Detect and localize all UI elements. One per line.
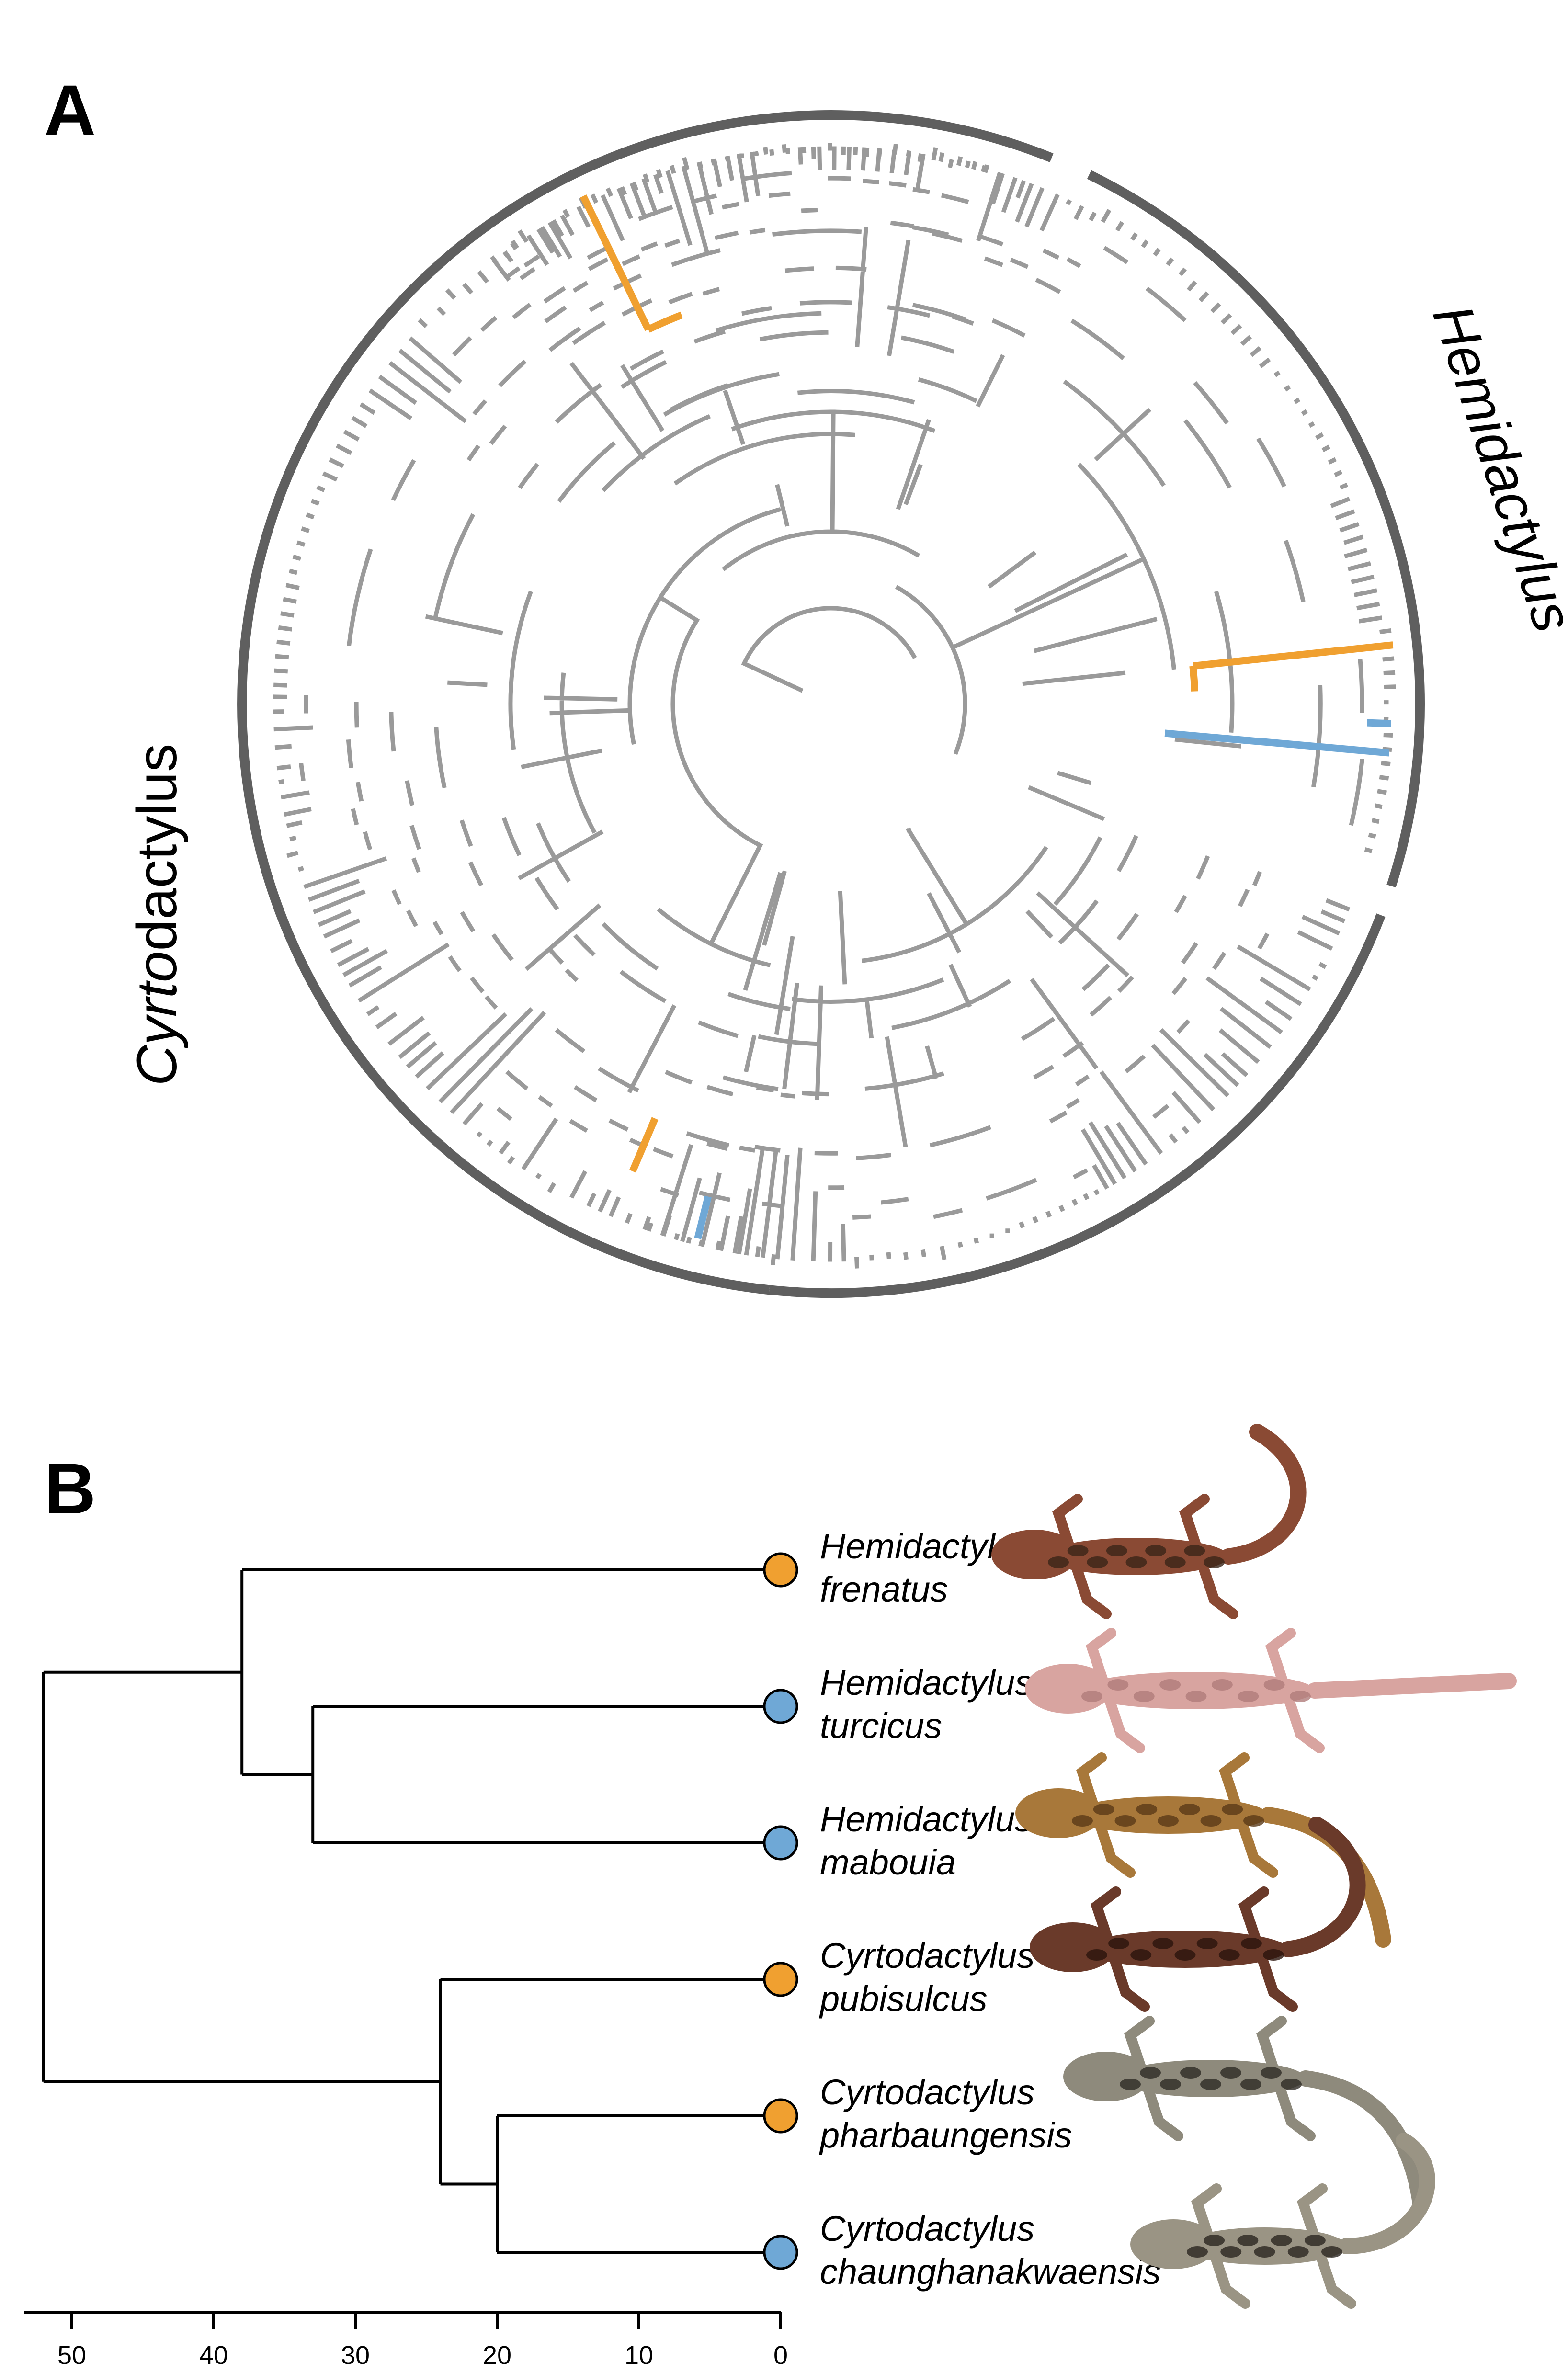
dendrogram-panel: 50 40 30 20 10 0 Hemidactylus frenatusHemidact… xyxy=(24,1424,1517,2370)
tip-state-marker xyxy=(763,1825,798,1861)
gecko-photo xyxy=(1030,1817,1366,2012)
clade-label-hemidactylus: Hemidactylus xyxy=(1420,297,1568,639)
dendrogram-branches xyxy=(42,1568,781,2254)
taxon-genus: Cyrtodactylus xyxy=(820,2209,1034,2249)
taxon-species: frenatus xyxy=(820,1569,948,1609)
highlight-branch-orange xyxy=(1189,641,1394,692)
tip-state-marker xyxy=(763,1962,798,1997)
taxon-genus: Cyrtodactylus xyxy=(820,2072,1034,2112)
clade-label-cyrtodactylus: Cyrtodactylus xyxy=(125,744,189,1086)
highlighted-branches xyxy=(579,194,1394,1239)
panel-b-label: B xyxy=(44,1448,96,1529)
time-axis: 50 40 30 20 10 0 xyxy=(24,2311,788,2370)
highlight-branch-orange xyxy=(629,1117,659,1173)
panel-a-label: A xyxy=(44,70,96,150)
cyrtodactylus-clade-arc xyxy=(237,110,1054,1295)
axis-tick-label: 30 xyxy=(341,2341,370,2370)
gecko-photo xyxy=(1130,2133,1435,2309)
tip-state-marker xyxy=(763,1689,798,1724)
gecko-photographs xyxy=(991,1424,1517,2309)
axis-tick-label: 20 xyxy=(483,2341,511,2370)
tip-state-marker xyxy=(763,2235,798,2270)
axis-tick-label: 10 xyxy=(625,2341,653,2370)
taxa-list: HemidactylusfrenatusHemidactylusturcicus… xyxy=(763,1526,1161,2292)
cyrtodactylus-clade-arc-lower xyxy=(769,913,1386,1298)
gecko-photo xyxy=(1063,2016,1429,2211)
radial-tree-branches xyxy=(273,143,1396,1269)
taxon-species: pharbaungensis xyxy=(819,2115,1072,2155)
highlight-branch-blue xyxy=(1367,719,1391,727)
axis-tick-label: 0 xyxy=(773,2341,788,2370)
gecko-photo xyxy=(991,1424,1307,1619)
radial-tree-panel: Cyrtodactylus Hemidactylus xyxy=(125,110,1568,1298)
hemidactylus-clade-arc xyxy=(1087,170,1425,888)
tip-state-marker xyxy=(763,1552,798,1588)
axis-tick-label: 40 xyxy=(199,2341,228,2370)
highlight-branch-blue xyxy=(694,1195,712,1239)
taxon-species: mabouia xyxy=(820,1842,956,1882)
taxon-species: chaunghanakwaensis xyxy=(820,2252,1161,2292)
axis-tick-label: 50 xyxy=(57,2341,86,2370)
highlight-branch-orange xyxy=(579,194,683,333)
radial-branch-paths xyxy=(273,143,1396,1269)
highlight-branch-blue xyxy=(1164,729,1390,757)
tip-state-marker xyxy=(763,2098,798,2134)
taxon-genus: Hemidactylus xyxy=(820,1663,1033,1703)
gecko-photo xyxy=(1015,1752,1391,1948)
taxon-species: turcicus xyxy=(820,1706,942,1746)
taxon-genus: Hemidactylus xyxy=(820,1799,1033,1839)
taxon-species: pubisulcus xyxy=(819,1979,988,2019)
taxon-genus: Cyrtodactylus xyxy=(820,1936,1034,1976)
gecko-photo xyxy=(1025,1628,1517,1753)
